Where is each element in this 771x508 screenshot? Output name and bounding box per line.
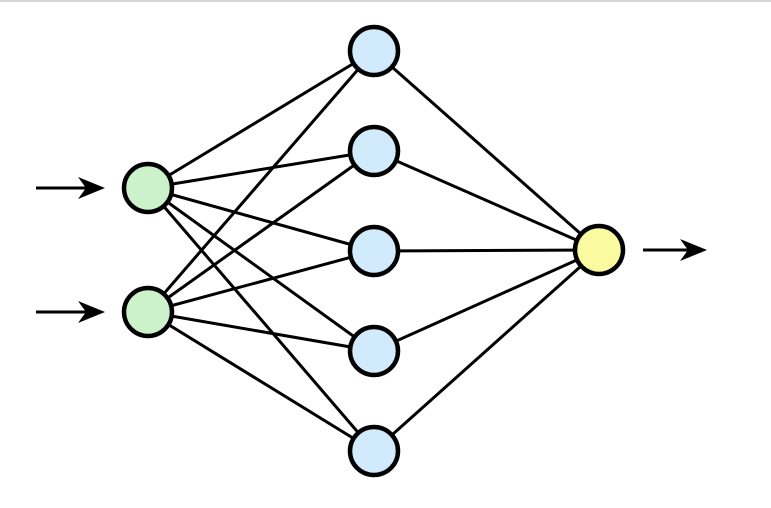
edge-input2-hidden4	[147, 310, 375, 353]
edge-hidden4-output1	[373, 248, 600, 353]
edge-input1-hidden4	[147, 186, 375, 353]
input-arrow-2-head	[78, 301, 105, 323]
hidden-node-3	[347, 224, 401, 278]
edge-input2-hidden3	[147, 249, 375, 314]
edge-hidden1-output1	[373, 49, 600, 252]
edge-hidden2-output1	[373, 149, 600, 252]
input-arrow-1-head	[78, 177, 105, 199]
edge-input1-hidden2	[147, 149, 375, 190]
hidden-node-4	[347, 324, 401, 378]
hidden-node-1	[347, 24, 401, 78]
edge-input1-hidden1	[147, 49, 375, 190]
edge-hidden3-output1	[373, 248, 600, 253]
edge-hidden5-output1	[373, 248, 600, 453]
edge-input1-hidden3	[147, 186, 375, 253]
top-border-line	[0, 0, 771, 2]
edge-input2-hidden1	[146, 50, 376, 313]
input-node-2	[121, 285, 175, 339]
output-arrow-head	[680, 239, 707, 261]
input-node-1	[121, 161, 175, 215]
edge-input2-hidden5	[147, 310, 375, 453]
output-node-1	[572, 223, 626, 277]
edge-input1-hidden5	[146, 187, 376, 452]
hidden-node-5	[347, 424, 401, 478]
edge-input2-hidden2	[147, 149, 375, 314]
hidden-node-2	[347, 124, 401, 178]
